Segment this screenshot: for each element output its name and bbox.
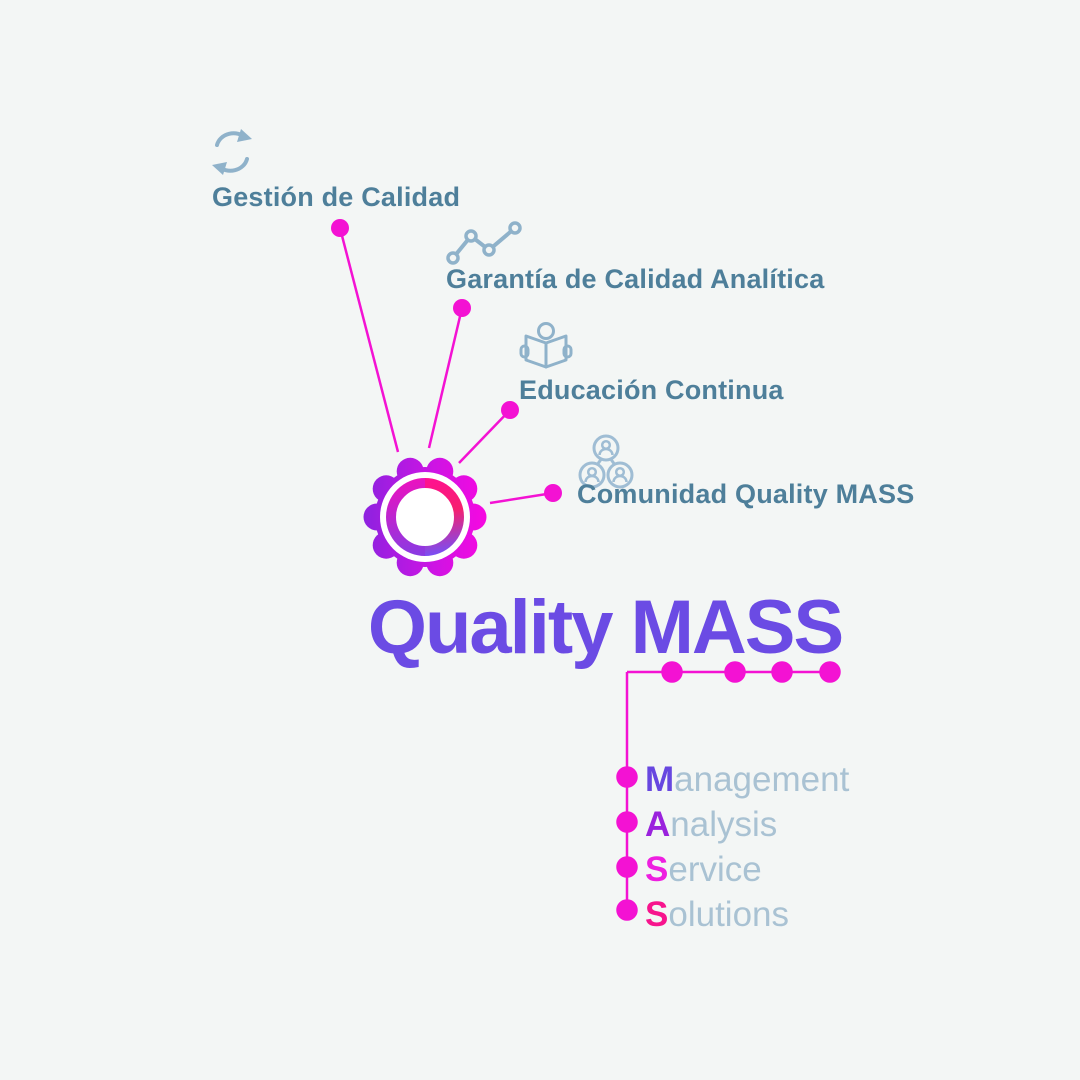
connector-dot: [819, 661, 841, 683]
connector-dot: [616, 856, 638, 878]
connector-dot: [771, 661, 793, 683]
dot-gestion: [331, 219, 349, 237]
connector-dot: [724, 661, 746, 683]
connector-dot: [616, 899, 638, 921]
acronym-item-analysis: Analysis: [645, 802, 849, 847]
connector-line-comunidad: [489, 491, 554, 505]
connector-line-educacion: [458, 409, 511, 464]
connector-line-garantia: [427, 307, 464, 449]
acronym-item-management: Management: [645, 757, 849, 802]
acronym-rest: anagement: [674, 760, 850, 799]
service-label-educacion: Educación Continua: [519, 375, 784, 405]
service-connector-lines: [338, 227, 554, 505]
connector-dot: [616, 811, 638, 833]
community-icon: [578, 434, 634, 489]
quality-mass-logo: [363, 457, 487, 577]
acronym-letter: A: [645, 805, 671, 844]
connector-dot: [661, 661, 683, 683]
service-label-gestion: Gestión de Calidad: [212, 182, 461, 212]
acronym-rest: ervice: [668, 850, 762, 889]
service-label-comunidad: Comunidad Quality MASS: [577, 479, 915, 509]
acronym-rest: nalysis: [670, 805, 778, 844]
refresh-icon: [212, 129, 252, 175]
acronym-letter: S: [645, 850, 669, 889]
dot-educacion: [501, 401, 519, 419]
acronym-connector: [616, 661, 841, 921]
acronym-item-solutions: Solutions: [645, 892, 849, 937]
acronym-list: Management Analysis Service Solutions: [645, 757, 849, 937]
acronym-item-service: Service: [645, 847, 849, 892]
acronym-rest: olutions: [668, 895, 789, 934]
service-label-garantia: Garantía de Calidad Analítica: [446, 264, 825, 294]
logo-ring-right: [424, 478, 464, 556]
connector-dot: [616, 766, 638, 788]
line-chart-icon: [446, 221, 522, 265]
dot-comunidad: [544, 484, 562, 502]
reading-icon: [519, 322, 573, 369]
service-connector-dots: [331, 219, 562, 502]
connector-line-gestion: [338, 227, 400, 453]
brand-title: Quality MASS: [367, 585, 844, 670]
acronym-letter: M: [645, 760, 675, 799]
dot-garantia: [453, 299, 471, 317]
logo-ring-left: [386, 478, 426, 556]
acronym-letter: S: [645, 895, 669, 934]
